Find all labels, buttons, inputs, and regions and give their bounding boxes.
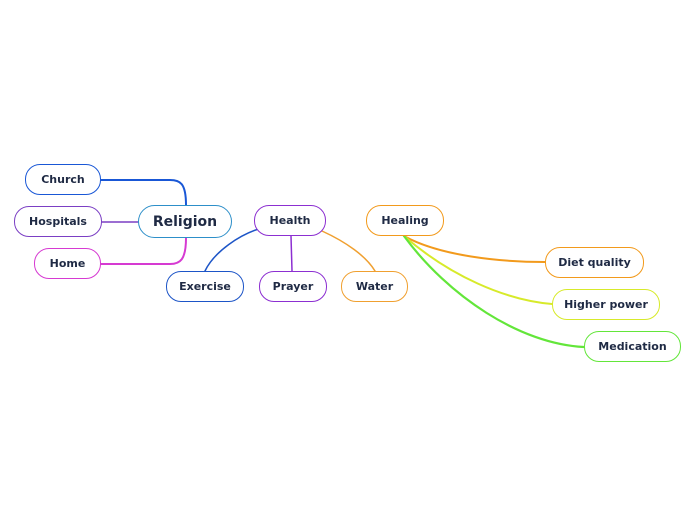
node-water[interactable]: Water bbox=[341, 271, 408, 302]
node-medication[interactable]: Medication bbox=[584, 331, 681, 362]
node-diet-quality[interactable]: Diet quality bbox=[545, 247, 644, 278]
node-higher-power[interactable]: Higher power bbox=[552, 289, 660, 320]
connector-health-exercise bbox=[204, 227, 263, 272]
node-healing[interactable]: Healing bbox=[366, 205, 444, 236]
connector-religion-church bbox=[100, 179, 187, 206]
node-prayer[interactable]: Prayer bbox=[259, 271, 327, 302]
node-exercise[interactable]: Exercise bbox=[166, 271, 244, 302]
node-church[interactable]: Church bbox=[25, 164, 101, 195]
node-hospitals[interactable]: Hospitals bbox=[14, 206, 102, 237]
connector-religion-home bbox=[100, 237, 187, 265]
connector-health-water bbox=[321, 230, 376, 272]
connector-healing-higher bbox=[403, 235, 553, 305]
connector-healing-diet bbox=[403, 235, 546, 263]
connector-health-prayer bbox=[290, 235, 293, 272]
node-health[interactable]: Health bbox=[254, 205, 326, 236]
node-home[interactable]: Home bbox=[34, 248, 101, 279]
connector-healing-medication bbox=[402, 234, 586, 349]
node-religion[interactable]: Religion bbox=[138, 205, 232, 238]
